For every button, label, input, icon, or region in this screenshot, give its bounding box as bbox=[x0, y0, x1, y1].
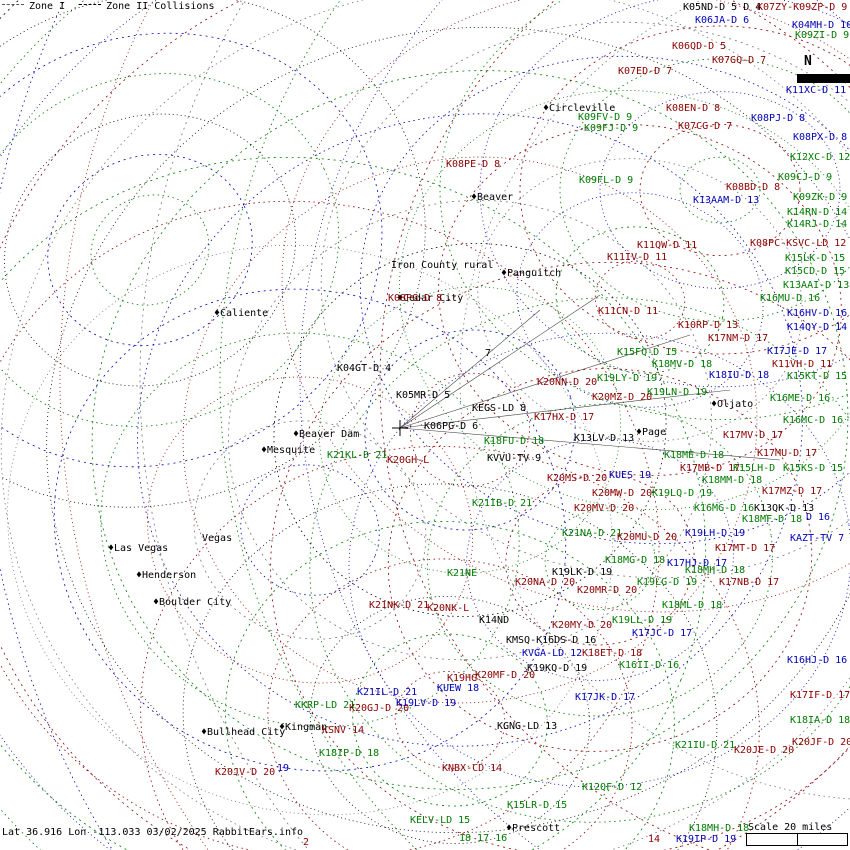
coverage-contour bbox=[193, 420, 427, 640]
coverage-contour bbox=[0, 200, 660, 850]
coverage-contour bbox=[90, 194, 210, 306]
zone2-dash-swatch bbox=[79, 4, 102, 5]
coverage-contour bbox=[599, 91, 841, 289]
overlapped-label-bar bbox=[797, 74, 850, 83]
coverage-contour bbox=[0, 156, 707, 850]
coverage-contour bbox=[555, 226, 725, 374]
coverage-contour bbox=[7, 244, 613, 816]
coverage-contour bbox=[53, 288, 567, 772]
arc-family bbox=[0, 156, 707, 850]
coverage-contour bbox=[270, 261, 850, 850]
coverage-contour bbox=[309, 297, 850, 823]
coverage-contour bbox=[352, 633, 548, 807]
coverage-contour bbox=[479, 0, 850, 388]
arc-family bbox=[0, 0, 426, 508]
zone2-label: Zone II Collisions bbox=[106, 1, 215, 12]
coverage-contour bbox=[147, 376, 473, 684]
coverage-contour bbox=[182, 483, 718, 850]
coverage-contour bbox=[0, 0, 426, 508]
coverage-contour bbox=[309, 596, 591, 844]
coverage-contour bbox=[0, 73, 340, 427]
zone1-dash-swatch bbox=[2, 4, 24, 5]
arc-family bbox=[439, 0, 850, 420]
coverage-contour bbox=[516, 192, 764, 408]
bearing-line bbox=[399, 294, 601, 429]
bearing-line bbox=[399, 427, 781, 461]
coverage-contour bbox=[399, 90, 850, 510]
coverage-contour bbox=[267, 558, 633, 850]
bearing-line bbox=[399, 309, 541, 429]
coverage-contour bbox=[394, 671, 506, 769]
coverage-contour bbox=[427, 403, 773, 717]
coverage-contour bbox=[299, 0, 542, 850]
coverage-contour bbox=[4, 113, 296, 387]
scale-bar bbox=[746, 833, 848, 846]
coverage-contour bbox=[594, 260, 686, 340]
coverage-contour bbox=[273, 243, 667, 617]
zone1-label: Zone I bbox=[29, 1, 66, 12]
bearing-line bbox=[399, 334, 691, 429]
coverage-contour bbox=[477, 158, 803, 442]
coverage-contour bbox=[140, 446, 760, 850]
coverage-contour bbox=[364, 329, 576, 531]
coverage-contour bbox=[59, 0, 209, 850]
coverage-contour bbox=[409, 372, 531, 488]
coverage-contour bbox=[559, 58, 850, 322]
coverage-contour bbox=[228, 199, 712, 661]
coverage-contour bbox=[137, 113, 803, 747]
coverage-contour bbox=[182, 156, 758, 704]
map-legend: Zone I Zone II Collisions bbox=[2, 1, 229, 13]
arc-family bbox=[281, 0, 850, 613]
coverage-contour bbox=[505, 474, 695, 646]
coverage-contour bbox=[387, 368, 813, 752]
coverage-contour bbox=[225, 521, 675, 850]
arc-family bbox=[140, 446, 760, 850]
coverage-contour bbox=[459, 0, 850, 800]
scale-label: Scale 20 miles bbox=[748, 822, 833, 833]
coverage-contour bbox=[438, 124, 842, 476]
coverage-contour bbox=[639, 124, 801, 256]
status-bar: Lat 36.916 Lon -113.033 03/02/2025 Rabbi… bbox=[2, 827, 304, 838]
arc-family bbox=[270, 261, 850, 850]
coverage-contour bbox=[359, 55, 850, 545]
bearing-line bbox=[399, 389, 731, 429]
coverage-contour bbox=[47, 154, 253, 346]
coverage-contour bbox=[0, 32, 383, 468]
coverage-contour bbox=[240, 464, 380, 596]
coverage-contour bbox=[320, 21, 850, 579]
coverage-contour bbox=[439, 0, 850, 420]
coverage-contour bbox=[519, 25, 850, 355]
coverage-contour bbox=[679, 156, 761, 224]
scale-bar-tick bbox=[797, 834, 798, 845]
coverage-contour bbox=[466, 439, 734, 681]
coverage-contour bbox=[544, 509, 656, 611]
coverage-contour bbox=[100, 332, 520, 728]
coverage-contour bbox=[348, 332, 850, 788]
compass-north-label: N bbox=[804, 54, 812, 69]
coverage-contour bbox=[281, 0, 850, 613]
coverage-contour bbox=[319, 286, 621, 574]
